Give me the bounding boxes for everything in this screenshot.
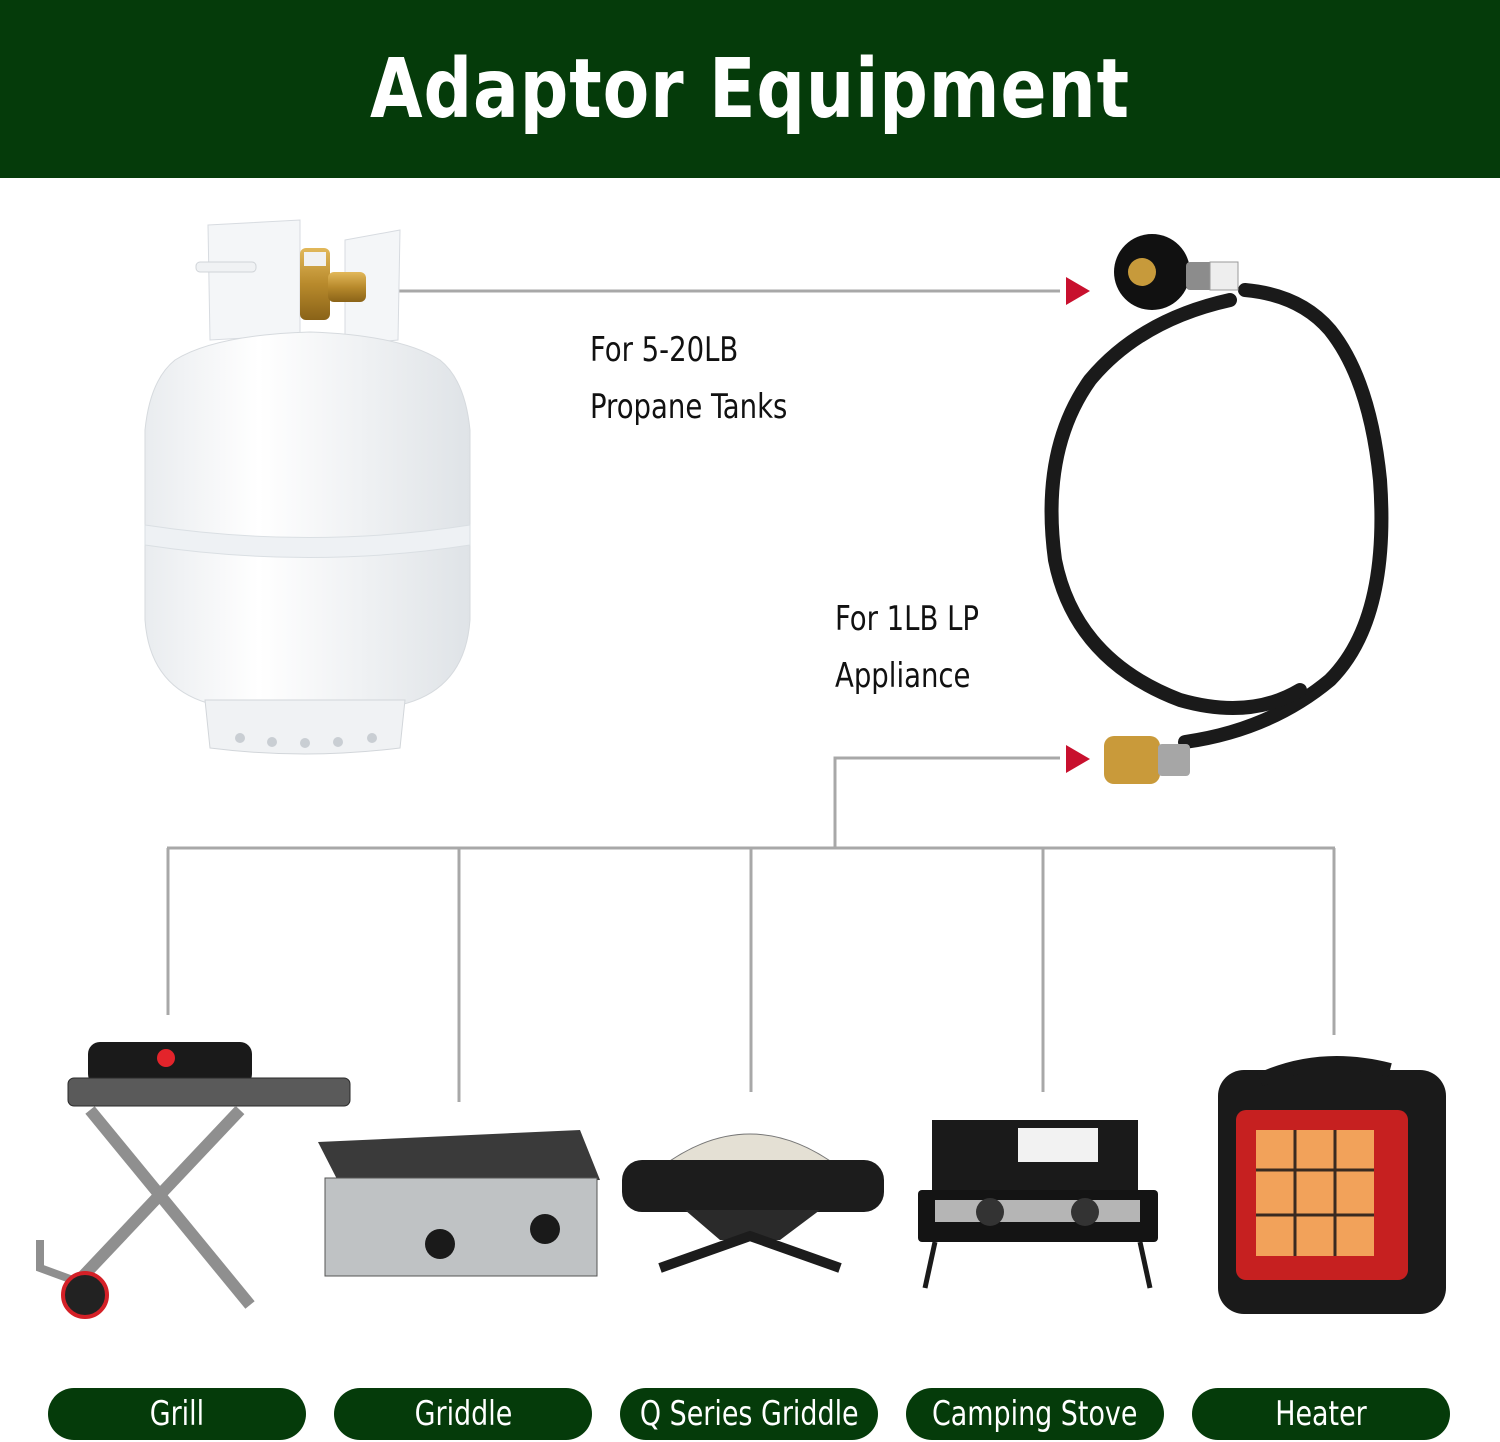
label-camping-stove-text: Camping Stove [932,1394,1138,1434]
label-heater: Heater [1192,1388,1450,1440]
two-burner-stove-image [918,1120,1158,1289]
portable-grill-image [36,1042,351,1319]
label-camping-stove: Camping Stove [906,1388,1164,1440]
label-q-series-griddle-text: Q Series Griddle [639,1394,859,1434]
appliance-callout-line2: Appliance [835,656,971,696]
tank-callout-line1: For 5-20LB [590,330,739,370]
label-grill: Grill [48,1388,306,1440]
label-griddle-text: Griddle [414,1394,512,1434]
tank-callout: For 5-20LB Propane Tanks [590,322,787,436]
arrow-right-icon [1066,277,1090,305]
label-grill-text: Grill [149,1394,205,1434]
label-q-series-griddle: Q Series Griddle [620,1388,878,1440]
flat-top-griddle-image [318,1130,600,1277]
dome-grill-image [622,1133,884,1273]
tank-callout-line2: Propane Tanks [590,387,788,427]
appliance-callout: For 1LB LP Appliance [835,591,979,705]
appliance-connector-line [833,756,1060,848]
label-heater-text: Heater [1275,1394,1367,1434]
portable-heater-image [1218,1055,1446,1314]
page-title: Adaptor Equipment [369,41,1130,137]
header-banner: Adaptor Equipment [0,0,1500,178]
label-griddle: Griddle [334,1388,592,1440]
appliance-callout-line1: For 1LB LP [835,599,980,639]
arrow-right-icon [1066,745,1090,773]
